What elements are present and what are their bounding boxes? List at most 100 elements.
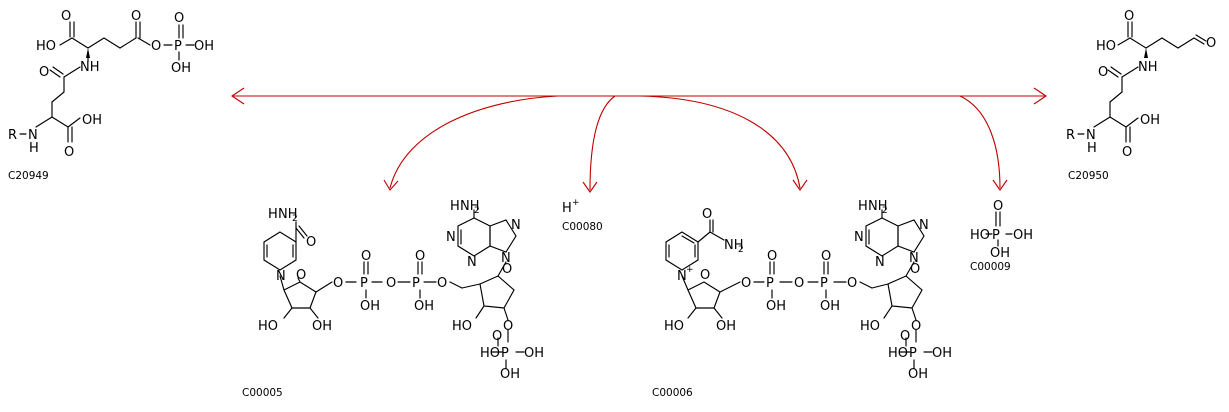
atom-n: N	[501, 251, 511, 266]
atom-o: O	[847, 276, 857, 291]
atom-o: O	[492, 329, 502, 344]
compound-c20949: O HO O O P O OH OH NH O OH O R N H C2094…	[8, 9, 214, 182]
arrowhead-right	[1033, 87, 1047, 105]
atom-oh: OH	[932, 346, 952, 361]
atom-o: O	[151, 39, 161, 54]
atom-n: N	[909, 251, 919, 266]
atom-o: O	[502, 262, 512, 277]
atom-o: O	[993, 199, 1003, 214]
curve-to-c00009	[959, 95, 1001, 189]
atom-h: H	[450, 199, 460, 214]
atom-n: N	[854, 230, 864, 245]
atom-oh: OH	[82, 113, 102, 128]
atom-subscript: 2	[292, 214, 298, 224]
atom-subscript: 2	[474, 206, 480, 216]
atom-oh: OH	[990, 246, 1010, 261]
atom-o: O	[911, 319, 921, 334]
atom-oh: OH	[194, 39, 214, 54]
atom-h: H	[858, 199, 868, 214]
compound-c00006: O NH 2 N + O O P O P O O O OH OH HO OH O…	[652, 199, 952, 399]
atom-n: N	[1086, 128, 1096, 143]
atom-n: N	[28, 128, 38, 143]
atom-n: N	[511, 218, 521, 233]
atom-nh2: NH	[724, 238, 744, 253]
curve-to-c00005	[389, 95, 559, 189]
atom-nh2: NH	[278, 207, 298, 222]
compound-c00009: O P HO OH OH C00009	[970, 199, 1033, 273]
atom-o: O	[1122, 145, 1132, 160]
atom-o: O	[174, 11, 184, 26]
atom-p: P	[412, 276, 420, 291]
atom-nh: NH	[80, 60, 100, 75]
atom-charge: +	[686, 265, 694, 275]
compound-c00080: H + C00080	[562, 198, 603, 233]
atom-o: O	[61, 9, 71, 24]
atom-p: P	[174, 39, 182, 54]
atom-nh2: NH	[868, 199, 888, 214]
atom-n: N	[276, 269, 286, 284]
atom-o: O	[821, 249, 831, 264]
compound-id-c00006: C00006	[652, 387, 693, 399]
compound-c00005: H NH 2 O N O O P O P O O O OH OH HO OH O…	[242, 199, 544, 399]
atom-p: P	[992, 228, 1000, 243]
curve-to-c00080	[589, 95, 616, 191]
atom-oh: OH	[766, 299, 786, 314]
atom-ho: HO	[1096, 39, 1116, 54]
compound-id-c00080: C00080	[562, 221, 603, 233]
atom-ho: HO	[888, 346, 908, 361]
atom-nh: NH	[1138, 60, 1158, 75]
atom-r: R	[1066, 128, 1075, 143]
atom-n: N	[446, 230, 456, 245]
atom-h-plus: H	[562, 201, 572, 216]
atom-ho: HO	[664, 319, 684, 334]
atom-n: N	[919, 218, 929, 233]
compound-id-c20949: C20949	[8, 170, 49, 182]
atom-o: O	[910, 262, 920, 277]
atom-o: O	[1124, 9, 1134, 24]
atom-ho: HO	[480, 346, 500, 361]
atom-o: O	[296, 268, 306, 283]
atom-h: H	[29, 141, 39, 156]
atom-p: P	[501, 346, 509, 361]
atom-oh: OH	[360, 299, 380, 314]
compound-id-c00009: C00009	[970, 261, 1011, 273]
atom-oh: OH	[524, 346, 544, 361]
atom-o: O	[415, 249, 425, 264]
atom-o: O	[767, 249, 777, 264]
atom-oh: OH	[820, 299, 840, 314]
atom-o: O	[361, 249, 371, 264]
atom-o: O	[1206, 36, 1216, 51]
compound-id-c20950: C20950	[1068, 170, 1109, 182]
atom-o: O	[503, 319, 513, 334]
atom-ho: HO	[36, 39, 56, 54]
atom-r: R	[8, 128, 17, 143]
atom-p: P	[360, 276, 368, 291]
arrowhead-c00006	[792, 179, 808, 191]
atom-oh: OH	[171, 61, 191, 76]
atom-o: O	[741, 276, 751, 291]
curve-to-c00006	[639, 95, 801, 189]
atom-oh: OH	[908, 367, 928, 382]
atom-o: O	[386, 276, 396, 291]
atom-o: O	[794, 276, 804, 291]
atom-p: P	[909, 346, 917, 361]
atom-o: O	[333, 276, 343, 291]
atom-subscript: 2	[738, 245, 744, 255]
atom-oh: OH	[312, 319, 332, 334]
atom-ho: HO	[452, 319, 472, 334]
atom-p: P	[820, 276, 828, 291]
atom-o: O	[39, 65, 49, 80]
arrowhead-left	[231, 87, 245, 105]
atom-charge: +	[572, 198, 580, 208]
atom-oh: OH	[716, 319, 736, 334]
compound-c20950: O HO O NH O OH O R N H C20950	[1066, 9, 1216, 182]
atom-o: O	[437, 276, 447, 291]
atom-oh: OH	[1140, 113, 1160, 128]
atom-n: N	[467, 255, 477, 270]
atom-oh: OH	[1013, 228, 1033, 243]
atom-h: H	[268, 207, 278, 222]
compound-id-c00005: C00005	[242, 387, 283, 399]
atom-p: P	[766, 276, 774, 291]
